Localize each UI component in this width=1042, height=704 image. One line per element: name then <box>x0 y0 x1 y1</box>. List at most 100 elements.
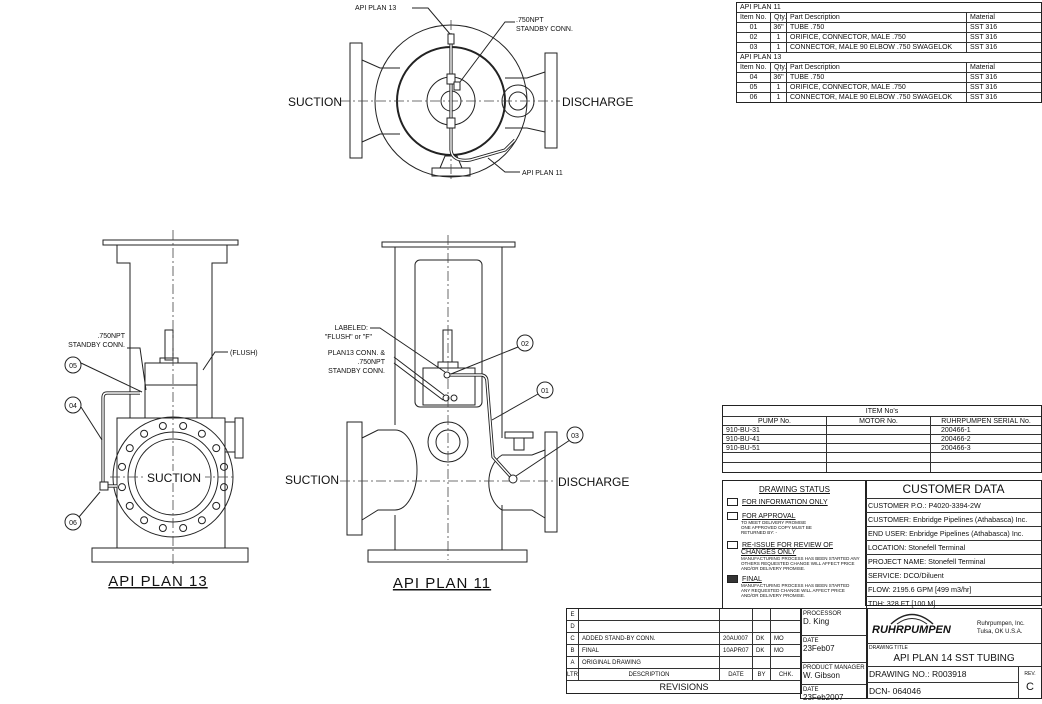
balloon-02: 02 <box>521 341 529 348</box>
date2-label: DATE <box>803 687 819 693</box>
status-info-only[interactable]: FOR INFORMATION ONLY <box>727 498 866 506</box>
parts-table: API PLAN 11 Item No. Qty. Part Descripti… <box>736 2 1042 103</box>
plan13-standby-label-1: .750NPT <box>97 333 125 340</box>
header-by: BY <box>753 669 771 680</box>
tdh: TDH: 328 FT [100 M] <box>868 599 936 608</box>
balloon-05: 05 <box>69 363 77 370</box>
conn-label-1: PLAN13 CONN. & <box>328 350 386 357</box>
cell: 1 <box>771 83 787 92</box>
bolt-hole <box>117 462 126 471</box>
manager-name: W. Gibson <box>803 671 840 680</box>
cell: 04 <box>737 73 771 82</box>
revisions-title: REVISIONS <box>659 681 709 692</box>
status-info-label: FOR INFORMATION ONLY <box>742 498 828 506</box>
drawing-status-panel: DRAWING STATUS FOR INFORMATION ONLY FOR … <box>722 480 867 609</box>
cell: SST 316 <box>970 84 998 91</box>
company-name: Ruhrpumpen, Inc. <box>977 621 1025 627</box>
header-material: Material <box>970 64 995 71</box>
header-description: Part Description <box>787 63 967 72</box>
manager-label: PRODUCT MANAGER <box>803 665 865 671</box>
top-standby-label-1: .750NPT <box>516 17 544 24</box>
cell: 1 <box>771 43 787 52</box>
processor-name: D. King <box>803 617 830 626</box>
top-discharge-label: DISCHARGE <box>562 95 633 109</box>
bolt-hole <box>212 501 221 510</box>
bolt-hole <box>140 429 149 438</box>
status-final-label: FINAL <box>742 575 762 583</box>
bolt-hole <box>140 516 149 525</box>
status-final[interactable]: FINAL <box>727 575 866 583</box>
customer-po: CUSTOMER P.O.: P4020-3394-2W <box>866 499 1041 513</box>
bolt-hole <box>179 524 188 533</box>
conn-label-3: STANDBY CONN. <box>328 368 385 375</box>
cell: 36" <box>771 73 787 82</box>
balloon-03: 03 <box>571 433 579 440</box>
flush-label: (FLUSH) <box>230 350 258 357</box>
parts-section-plan11: API PLAN 11 <box>740 4 781 11</box>
parts-header-row: Item No. Qty. Part Description Material <box>737 63 1041 73</box>
header-serial: RUHRPUMPEN SERIAL No. <box>941 417 1031 425</box>
header-item: Item No. <box>737 13 771 22</box>
cell: 20AU007 <box>720 633 753 644</box>
checkbox-icon[interactable] <box>727 541 738 549</box>
parts-header-row: Item No. Qty. Part Description Material <box>737 13 1041 23</box>
plan13-title: API PLAN 13 <box>108 573 207 590</box>
cell: ADDED STAND-BY CONN. <box>579 633 720 644</box>
cell: 1 <box>771 33 787 42</box>
parts-section-plan13: API PLAN 13 <box>740 54 782 61</box>
cell: CONNECTOR, MALE 90 ELBOW .750 SWAGELOK <box>787 93 967 102</box>
balloon-04: 04 <box>69 403 77 410</box>
revision-letter: C <box>567 633 579 644</box>
cell <box>753 609 771 620</box>
end-user: END USER: Enbridge Pipelines (Athabasca)… <box>866 527 1041 541</box>
date1: 23Feb07 <box>803 644 835 653</box>
drawing-title: API PLAN 14 SST TUBING <box>893 653 1015 664</box>
checkbox-checked-icon[interactable] <box>727 575 738 583</box>
cell: MO <box>774 647 784 654</box>
date2: 23Feb2007 <box>803 693 844 702</box>
cell: TUBE .750 <box>787 23 967 32</box>
customer-data-panel: CUSTOMER DATA CUSTOMER P.O.: P4020-3394-… <box>865 480 1042 608</box>
plan13-standby-label-2: STANDBY CONN. <box>68 342 125 349</box>
customer-name: CUSTOMER: Enbridge Pipelines (Athabasca)… <box>866 513 1041 527</box>
cell: SST 316 <box>970 34 998 41</box>
conn-label-2: .750NPT <box>357 359 385 366</box>
header-qty: Qty. <box>771 63 787 72</box>
cell: SST 316 <box>970 24 998 31</box>
logo-arc-icon <box>890 613 934 625</box>
cell: 910-BU-41 <box>723 435 827 443</box>
revision-letter: D <box>567 621 579 632</box>
checkbox-icon[interactable] <box>727 512 738 520</box>
cell: 06 <box>737 93 771 102</box>
bolt-hole <box>158 421 167 430</box>
header-qty: Qty. <box>771 13 787 22</box>
top-view: SUCTION DISCHARGE API PLAN 13 .750NPT ST… <box>288 5 633 180</box>
header-material: Material <box>970 14 995 21</box>
status-reissue-label-1: RE-ISSUE FOR REVIEW OF <box>742 541 834 549</box>
reissue-note: MANUFACTURING PROCESS HAS BEEN STARTED A… <box>741 556 860 571</box>
status-reissue[interactable]: RE-ISSUE FOR REVIEW OF <box>727 541 866 549</box>
cell <box>771 621 801 632</box>
header-date: DATE <box>720 669 753 680</box>
bolt-hole <box>125 501 134 510</box>
status-approval[interactable]: FOR APPROVAL <box>727 512 866 520</box>
bolt-hole <box>125 444 134 453</box>
service: SERVICE: DCO/Diluent <box>866 569 1041 583</box>
cell <box>827 435 931 443</box>
dcn-number: DCN- 064046 <box>869 686 921 696</box>
cell: 910-BU-31 <box>723 426 827 434</box>
checkbox-icon[interactable] <box>727 498 738 506</box>
cell <box>753 657 771 668</box>
cell: 36" <box>771 23 787 32</box>
